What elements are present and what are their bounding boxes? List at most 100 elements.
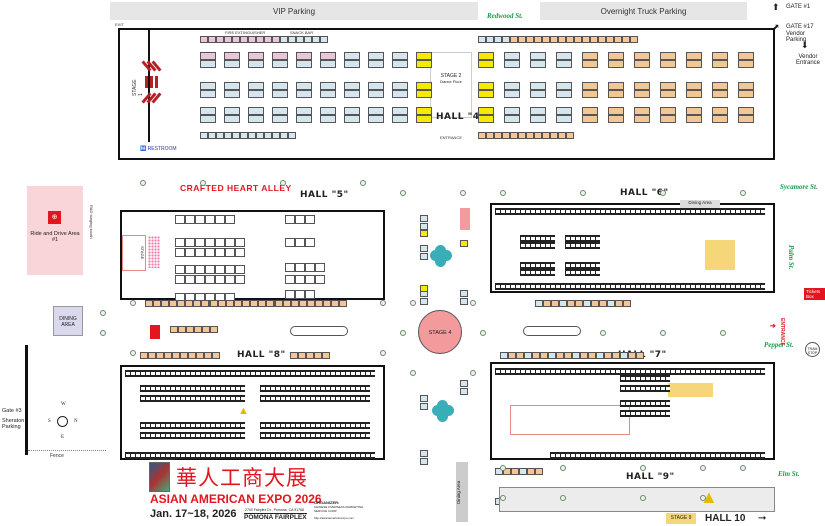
booth	[604, 352, 612, 359]
booth	[234, 300, 242, 307]
booth	[344, 90, 360, 98]
booth	[392, 52, 408, 60]
booth	[195, 215, 205, 224]
booth	[305, 275, 315, 284]
booth	[608, 107, 624, 115]
booth	[416, 60, 432, 68]
booth	[188, 352, 196, 359]
booth	[320, 82, 336, 90]
booth	[548, 352, 556, 359]
booth	[272, 52, 288, 60]
booth	[212, 352, 220, 359]
booth	[275, 300, 283, 307]
hall-4-entrance: ENTRANCE	[440, 135, 463, 140]
booth	[392, 90, 408, 98]
crafted-heart-alley-label: CRAFTED HEART ALLEY	[180, 183, 292, 193]
booth	[392, 115, 408, 123]
booth	[175, 275, 185, 284]
hall-8-label: HALL "8"	[237, 350, 286, 360]
toyota-logo-icon: ⊕	[48, 211, 61, 224]
booth	[295, 290, 305, 299]
booth	[315, 275, 325, 284]
booth	[582, 107, 598, 115]
booth	[200, 82, 216, 90]
hall-10-label: HALL 10	[705, 513, 746, 524]
booth	[416, 115, 432, 123]
booth	[738, 52, 754, 60]
booth	[582, 36, 590, 43]
booth	[392, 82, 408, 90]
booth	[630, 36, 638, 43]
booth	[518, 132, 526, 139]
booth	[712, 115, 728, 123]
pillar-icon	[720, 330, 726, 336]
pillar-icon	[600, 330, 606, 336]
hall-7-card-area	[510, 405, 630, 435]
booth	[148, 352, 156, 359]
booth	[210, 300, 218, 307]
stage-1: STAGE 1	[120, 30, 150, 142]
booth	[248, 90, 264, 98]
booth	[186, 326, 194, 333]
booth	[634, 82, 650, 90]
booth	[535, 300, 543, 307]
pillar-icon	[660, 330, 666, 336]
booth	[526, 36, 534, 43]
booth	[392, 107, 408, 115]
booth	[608, 90, 624, 98]
pillar-icon	[560, 465, 566, 471]
stage-9: STAGE 9	[666, 513, 696, 524]
booth	[296, 60, 312, 68]
booth	[305, 263, 315, 272]
street-palm: Palm St.	[787, 245, 795, 270]
booth	[225, 248, 235, 257]
booth	[575, 300, 583, 307]
booth	[660, 52, 676, 60]
arrow-down-icon: ⬇	[801, 40, 809, 50]
fountain-icon	[432, 400, 454, 422]
pillar-icon	[580, 190, 586, 196]
booth	[200, 115, 216, 123]
pillar-icon	[500, 465, 506, 471]
restroom-icon: 🚻 RESTROOM	[140, 146, 177, 152]
pillar-icon	[740, 465, 746, 471]
fire-extinguisher-label: FIRE EXTINGUISHER	[225, 30, 266, 35]
booth	[235, 265, 245, 274]
booth	[416, 107, 432, 115]
booth	[200, 107, 216, 115]
table-row	[550, 452, 765, 459]
booth	[478, 60, 494, 68]
booth	[140, 352, 148, 359]
table-row	[495, 208, 765, 215]
booth	[460, 298, 468, 305]
booth	[224, 90, 240, 98]
booth	[599, 300, 607, 307]
table-row	[495, 368, 765, 375]
booth	[524, 352, 532, 359]
booth	[636, 352, 644, 359]
staging-booth-label: R&D staging booth	[89, 205, 94, 239]
booth	[614, 36, 622, 43]
table-row	[565, 242, 600, 249]
pillar-icon	[700, 495, 706, 501]
booth	[215, 215, 225, 224]
booth	[504, 82, 520, 90]
overnight-truck-parking: Overnight Truck Parking	[540, 2, 747, 20]
dining-area-strip: Dining Area	[456, 462, 468, 522]
booth	[686, 52, 702, 60]
booth	[180, 352, 188, 359]
event-poster-image	[149, 462, 170, 492]
booth	[296, 82, 312, 90]
booth	[556, 52, 572, 60]
booth	[660, 82, 676, 90]
booth	[502, 132, 510, 139]
pillar-icon	[360, 180, 366, 186]
booth	[607, 300, 615, 307]
booth	[298, 352, 306, 359]
booth	[305, 238, 315, 247]
entrance-arrow-icon: ➔	[770, 323, 776, 330]
booth	[240, 132, 248, 139]
booth	[248, 115, 264, 123]
booth	[315, 263, 325, 272]
